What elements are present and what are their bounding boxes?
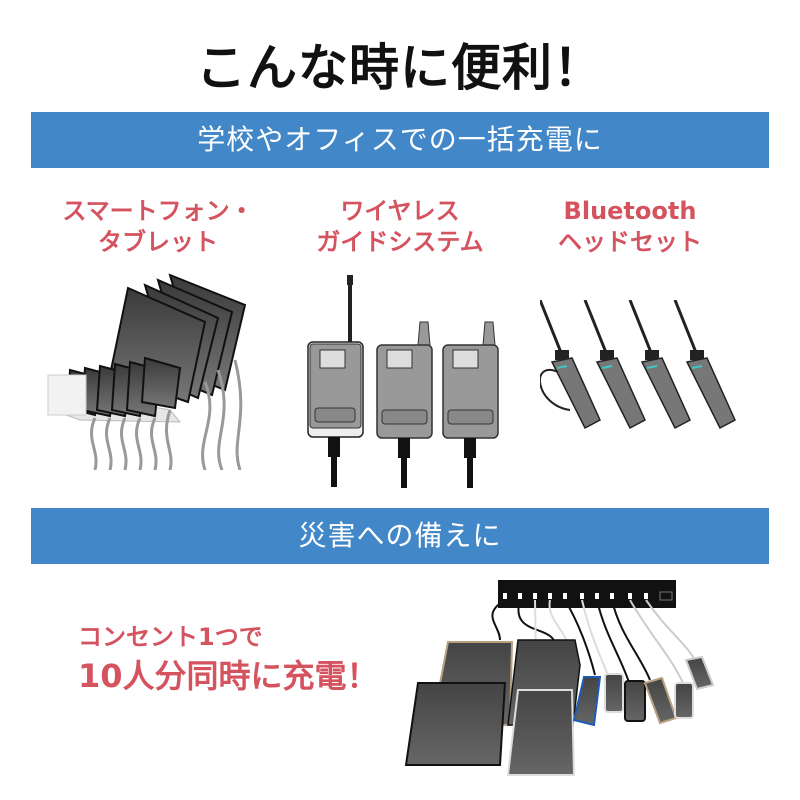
promo-line1: コンセント1つで	[78, 623, 263, 651]
page-title: こんな時に便利！	[196, 39, 604, 97]
usb-charger-illustration	[404, 580, 715, 776]
bluetooth-headsets-illustration	[540, 300, 737, 430]
category-label-line2: ガイドシステム	[316, 228, 484, 256]
promo-line2: 10人分同時に充電！	[78, 657, 379, 695]
category-label-line2: タブレット	[98, 228, 218, 256]
category-label-line1: ワイヤレス	[340, 197, 460, 225]
section-banner-disaster: 災害への備えに	[31, 508, 769, 564]
section-banner-office: 学校やオフィスでの一括充電に	[31, 112, 769, 168]
category-label-wireless-guide: ワイヤレス ガイドシステム	[280, 196, 520, 258]
category-label-line1: スマートフォン・	[62, 197, 254, 225]
category-label-line2: ヘッドセット	[558, 228, 702, 256]
promo-text: コンセント1つで 10人分同時に充電！	[78, 620, 379, 698]
category-label-line1: Bluetooth	[563, 197, 697, 225]
category-label-smartphone-tablet: スマートフォン・ タブレット	[38, 196, 278, 258]
category-label-bluetooth-headset: Bluetooth ヘッドセット	[510, 196, 750, 258]
phone-tablet-stand-illustration	[47, 273, 247, 470]
wireless-guide-illustration	[307, 275, 499, 488]
